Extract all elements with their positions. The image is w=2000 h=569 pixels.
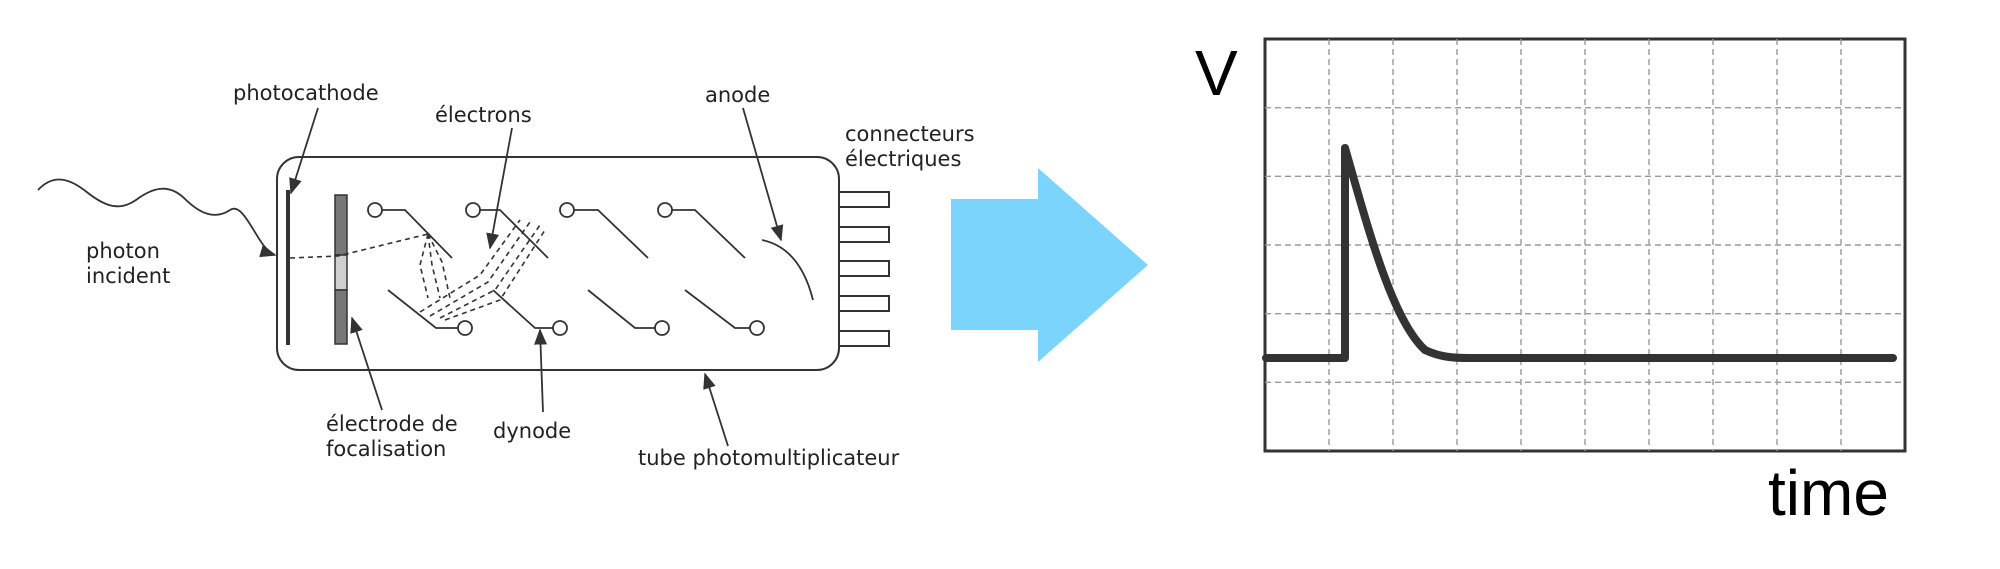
- pointer-focusing-electrode: [350, 316, 383, 411]
- pointer-tube: [703, 372, 729, 447]
- label-electrons: électrons: [435, 103, 532, 127]
- incident-photon-wave: [37, 178, 277, 258]
- connector-pin: [838, 226, 890, 243]
- pointer-anode: [742, 107, 784, 242]
- scope-grid: [1265, 39, 1905, 451]
- photomultiplier-diagram: [37, 107, 890, 447]
- connector-pin: [838, 191, 890, 208]
- electrical-connectors: [838, 191, 890, 347]
- label-connectors-line2: électriques: [845, 147, 961, 171]
- label-anode: anode: [705, 83, 770, 107]
- focusing-electrode-lower: [334, 289, 348, 345]
- y-axis-label: V: [1195, 37, 1238, 109]
- dynode-row-bottom: [387, 289, 765, 336]
- oscilloscope-trace-panel: V time: [1195, 37, 1907, 529]
- label-pointers: [289, 107, 784, 447]
- pmt-labels: photocathode électrons anode connecteurs…: [86, 81, 975, 470]
- label-connectors-line1: connecteurs: [845, 122, 975, 146]
- connector-pin: [838, 260, 890, 277]
- label-focusing-line2: focalisation: [326, 437, 446, 461]
- label-photocathode: photocathode: [233, 81, 379, 105]
- x-axis-label: time: [1768, 457, 1889, 529]
- pointer-dynode: [534, 328, 548, 413]
- transition-arrow: [951, 168, 1148, 362]
- label-tube: tube photomultiplicateur: [638, 446, 900, 470]
- focusing-electrode-upper: [334, 194, 348, 256]
- label-dynode: dynode: [493, 419, 571, 443]
- label-photon-line2: incident: [86, 264, 170, 288]
- focusing-electrode-gap: [334, 254, 348, 291]
- dynode-row-top: [367, 202, 746, 259]
- pointer-electrons: [486, 127, 513, 250]
- anode-electrode: [761, 239, 814, 301]
- label-photon-line1: photon: [86, 239, 160, 263]
- label-focusing-line1: électrode de: [326, 412, 458, 436]
- connector-pin: [838, 295, 890, 312]
- tube-body: [276, 156, 840, 371]
- connector-pin: [838, 330, 890, 347]
- electron-paths: [289, 219, 546, 321]
- pointer-photocathode: [289, 107, 319, 195]
- pulse-waveform: [1262, 144, 1897, 362]
